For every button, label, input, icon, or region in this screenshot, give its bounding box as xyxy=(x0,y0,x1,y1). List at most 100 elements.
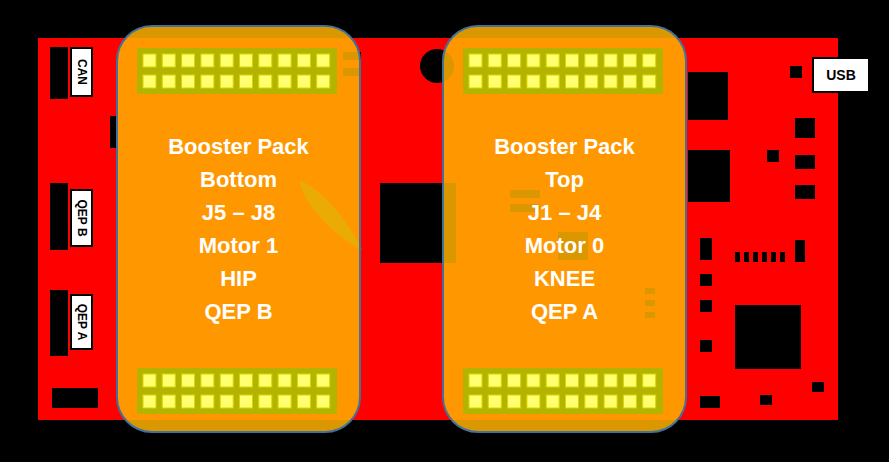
header-pin xyxy=(162,54,175,67)
header-pin xyxy=(240,75,253,88)
header-pin xyxy=(182,395,195,408)
header-pin xyxy=(566,395,579,408)
component xyxy=(744,252,749,262)
header-pin xyxy=(585,374,598,387)
header-pin xyxy=(201,374,214,387)
booster-text: J1 – J4 xyxy=(528,196,601,229)
qep-b-connector xyxy=(50,183,68,250)
header-pin xyxy=(317,54,330,67)
connector-label: USB xyxy=(826,67,856,83)
booster-text: QEP B xyxy=(204,295,272,328)
header-pin xyxy=(220,54,233,67)
header-pin xyxy=(162,395,175,408)
header-pin xyxy=(259,75,272,88)
header-pin xyxy=(182,75,195,88)
header-pin xyxy=(220,395,233,408)
connector-label: QEP B xyxy=(75,199,89,236)
component xyxy=(795,185,815,199)
header-pin xyxy=(643,374,656,387)
header-pin xyxy=(585,54,598,67)
component xyxy=(795,240,805,262)
header-pin xyxy=(604,374,617,387)
component xyxy=(780,252,785,262)
header-pin xyxy=(508,374,521,387)
header-pin xyxy=(527,374,540,387)
header-pin xyxy=(623,54,636,67)
header-pin xyxy=(488,395,501,408)
header-pin xyxy=(201,75,214,88)
booster-text: Booster Pack Top xyxy=(480,130,650,196)
booster-text: Booster Pack Bottom xyxy=(154,130,324,196)
header-pin xyxy=(220,75,233,88)
qep-a-connector xyxy=(50,290,68,356)
component xyxy=(812,382,824,392)
connector-label-box: QEP A xyxy=(70,294,93,350)
header-pin xyxy=(469,374,482,387)
header-pin xyxy=(143,75,156,88)
component xyxy=(688,72,728,120)
component xyxy=(762,252,767,262)
header-pin xyxy=(278,54,291,67)
header-pin xyxy=(201,54,214,67)
connector-label: CAN xyxy=(75,59,89,85)
component xyxy=(700,238,712,260)
header-pin xyxy=(508,75,521,88)
component xyxy=(700,396,720,408)
header-pin xyxy=(469,395,482,408)
header-pin xyxy=(240,54,253,67)
connector-label: QEP A xyxy=(75,304,89,341)
pin-header xyxy=(463,368,663,414)
booster-text: J5 – J8 xyxy=(202,196,275,229)
header-pin xyxy=(604,54,617,67)
header-pin xyxy=(201,395,214,408)
header-pin xyxy=(488,54,501,67)
header-body xyxy=(137,48,337,94)
pin-header xyxy=(137,368,337,414)
component xyxy=(735,252,740,262)
header-body xyxy=(463,368,663,414)
header-pin xyxy=(508,54,521,67)
header-pin xyxy=(182,374,195,387)
header-pin xyxy=(585,75,598,88)
component xyxy=(767,150,779,162)
component xyxy=(760,395,772,405)
booster-text: KNEE xyxy=(534,262,595,295)
header-body xyxy=(463,48,663,94)
component xyxy=(771,252,776,262)
booster-text: Motor 1 xyxy=(199,229,278,262)
header-pin xyxy=(143,374,156,387)
component xyxy=(753,252,758,262)
header-pin xyxy=(162,374,175,387)
header-pin xyxy=(623,395,636,408)
pin-header xyxy=(137,48,337,94)
header-pin xyxy=(527,75,540,88)
component xyxy=(700,300,712,312)
header-pin xyxy=(643,395,656,408)
header-pin xyxy=(143,54,156,67)
header-pin xyxy=(297,374,310,387)
header-pin xyxy=(623,374,636,387)
booster-pack-area: Booster Pack BottomJ5 – J8Motor 1HIPQEP … xyxy=(116,25,361,433)
booster-pack-area: Booster Pack TopJ1 – J4Motor 0KNEEQEP A xyxy=(442,25,687,433)
header-pin xyxy=(488,374,501,387)
ic-chip xyxy=(735,305,801,369)
header-body xyxy=(137,368,337,414)
header-pin xyxy=(546,75,559,88)
header-pin xyxy=(566,54,579,67)
header-pin xyxy=(604,395,617,408)
header-pin xyxy=(546,395,559,408)
pin-header xyxy=(463,48,663,94)
header-pin xyxy=(240,374,253,387)
header-pin xyxy=(546,54,559,67)
header-pin xyxy=(508,395,521,408)
header-pin xyxy=(604,75,617,88)
header-pin xyxy=(488,75,501,88)
header-pin xyxy=(278,75,291,88)
header-pin xyxy=(162,75,175,88)
header-pin xyxy=(297,54,310,67)
component xyxy=(790,66,802,78)
header-pin xyxy=(259,54,272,67)
can-connector xyxy=(50,47,68,99)
